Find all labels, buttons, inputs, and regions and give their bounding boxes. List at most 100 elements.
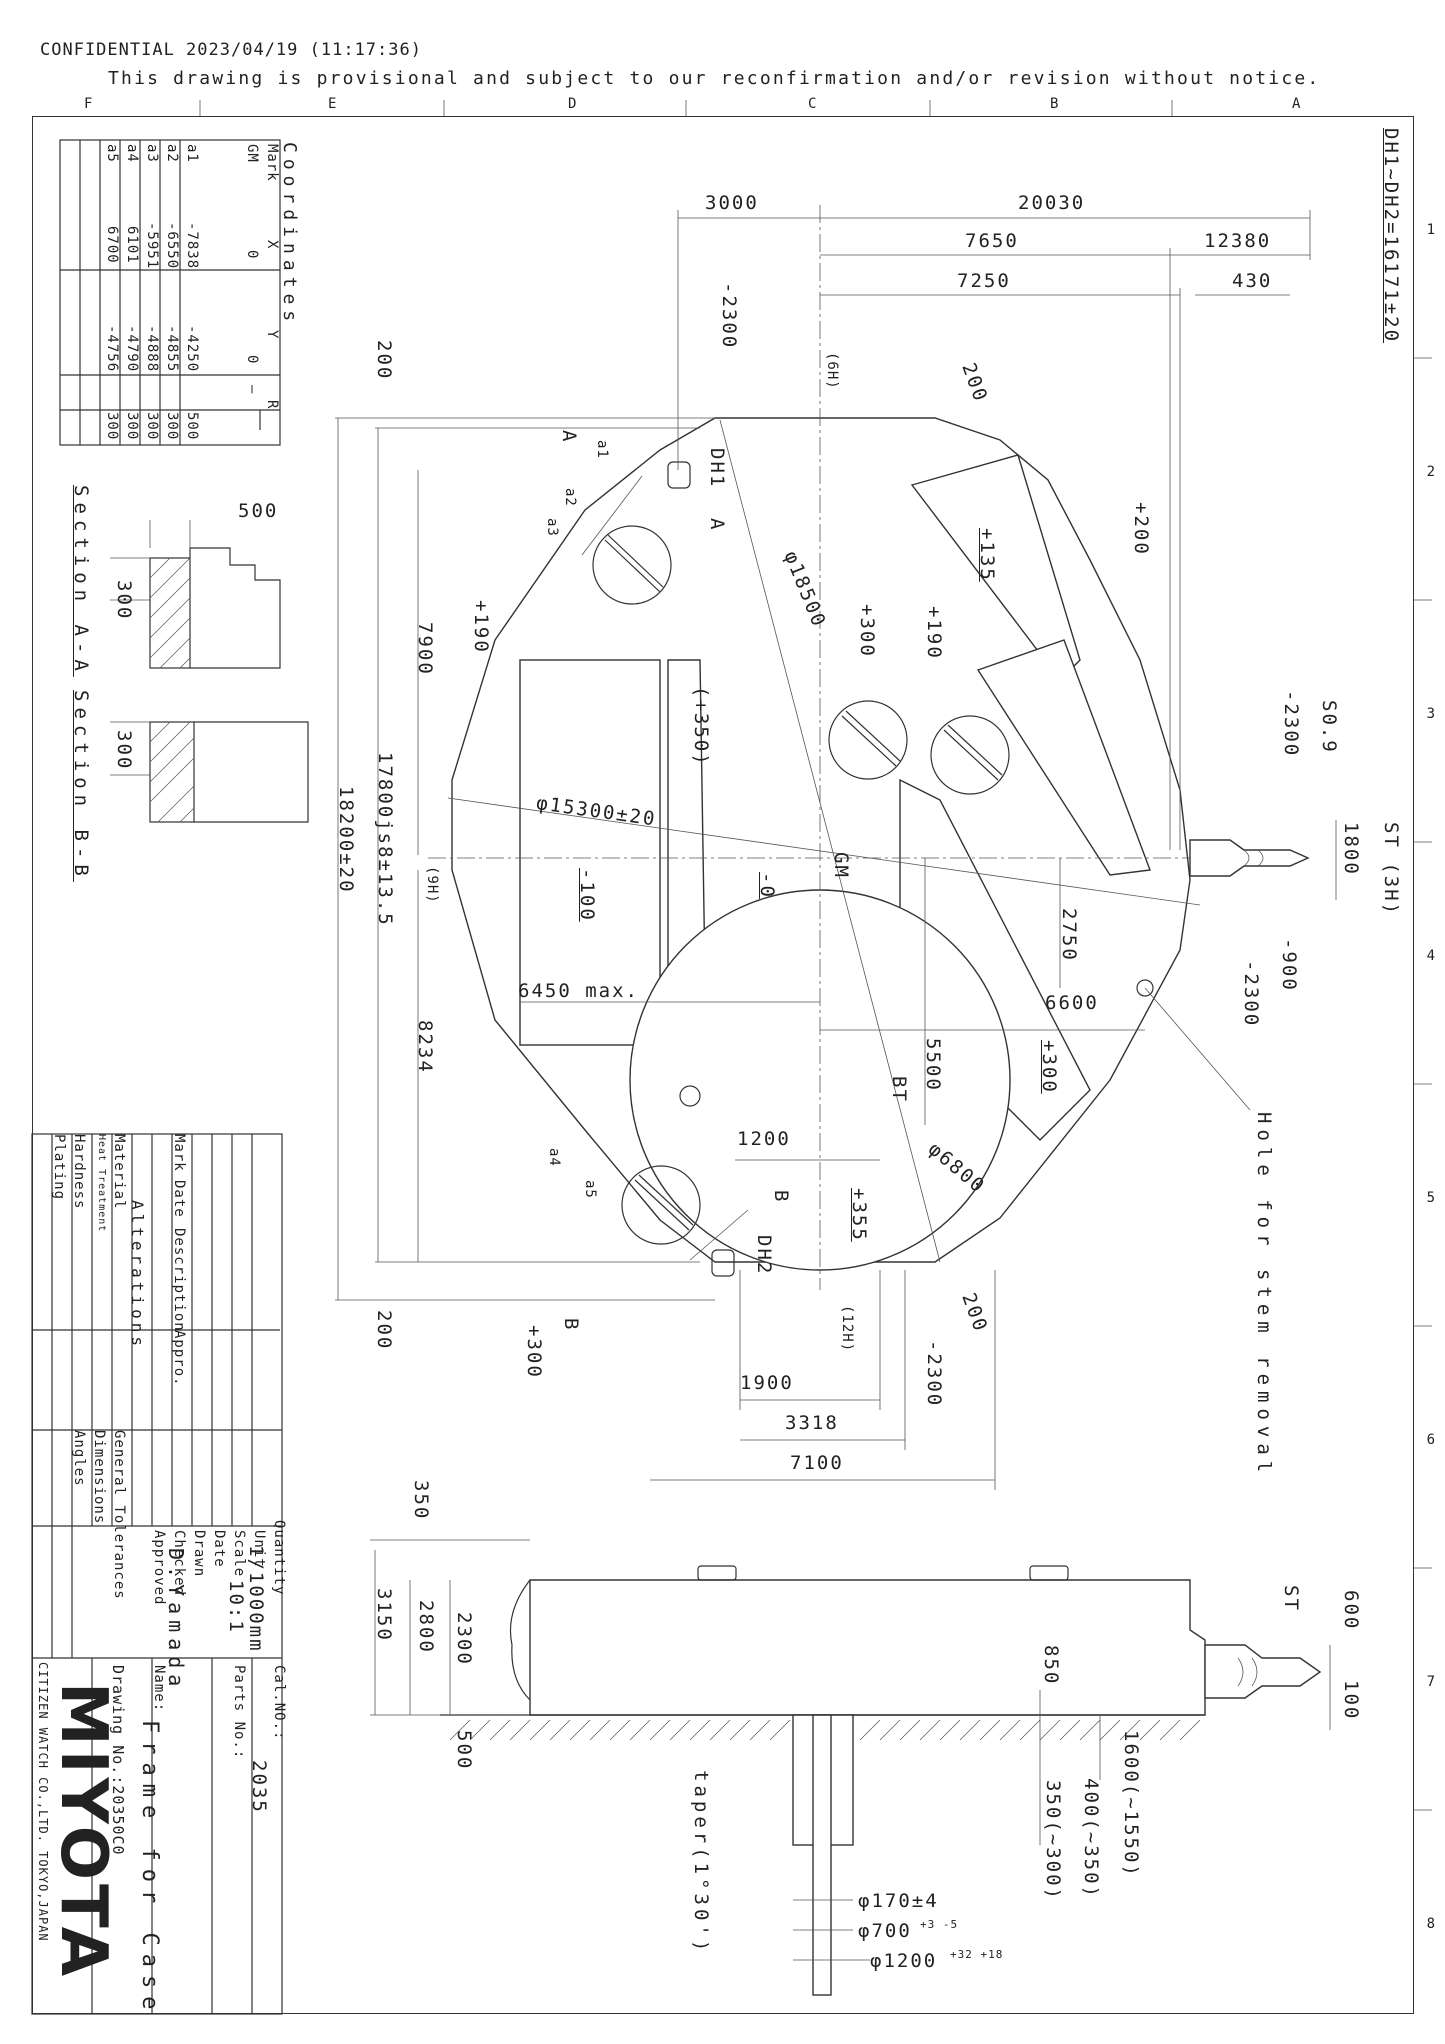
coord-a1-y: -4250	[184, 325, 200, 373]
section-bb-title: Section B-B	[70, 690, 92, 882]
tb-heat-treatment: Heat Treatment	[96, 1134, 107, 1233]
dim-minus-100: -100	[576, 868, 598, 922]
dim-plus-300-right: +300	[1038, 1040, 1060, 1094]
coordinates-table-grid	[59, 139, 281, 446]
tb-parts-no: Parts No.:	[231, 1665, 247, 1760]
dim-200-left-bottom: 200	[373, 1310, 395, 1351]
section-aa-dim-500: 500	[238, 500, 279, 522]
dim-7900: 7900	[414, 622, 436, 676]
drawing-frame	[32, 116, 1414, 2014]
tb-description: Description	[171, 1228, 187, 1332]
side-dim-phi-1200-tolerance: +32 +18	[950, 1948, 1004, 1961]
dim-12380: 12380	[1204, 230, 1272, 252]
coord-header-y: Y	[264, 330, 280, 340]
coord-a5-x: 6700	[104, 226, 120, 264]
dim-minus-2300-right: -2300	[1280, 690, 1302, 758]
tb-material: Material	[111, 1134, 127, 1210]
label-a1: a1	[594, 440, 610, 459]
label-a5: a5	[582, 1180, 598, 1199]
title-block-grid	[31, 1133, 283, 2015]
tb-unit-value: 1/1000mm	[245, 1545, 267, 1653]
coord-a4-y: -4790	[124, 325, 140, 373]
side-dim-500: 500	[453, 1730, 475, 1771]
label-st-3h: ST (3H)	[1380, 822, 1402, 917]
stem-removal-note: Hole for stem removal	[1253, 1112, 1275, 1479]
label-a3: a3	[544, 518, 560, 537]
tb-checked-value: D.Yamada	[164, 1548, 188, 1693]
label-section-a-arrow: A	[706, 518, 728, 532]
confidential-header: CONFIDENTIAL 2023/04/19 (11:17:36)	[40, 40, 422, 60]
tb-part-name: Frame for Case	[137, 1720, 162, 2018]
section-bb-sketch	[110, 721, 309, 823]
side-dim-850: 850	[1040, 1645, 1062, 1686]
tb-name-label: Name:	[151, 1665, 167, 1713]
tb-date-col: Date	[171, 1180, 187, 1218]
label-section-a: A	[558, 430, 580, 444]
coord-a3-r: 300	[144, 412, 160, 441]
company-name: CITIZEN WATCH CO.,LTD. TOKYO,JAPAN	[36, 1662, 50, 1942]
tb-scale-value: 10:1	[225, 1580, 247, 1634]
dim-plus-355: +355	[848, 1188, 870, 1242]
miyota-logo: MIYOTA	[46, 1682, 120, 1981]
label-6h: (6H)	[824, 352, 840, 390]
zone-label-a: A	[1292, 96, 1301, 112]
dim-7650: 7650	[965, 230, 1019, 252]
label-a4: a4	[546, 1148, 562, 1167]
dim-1900: 1900	[740, 1372, 794, 1394]
zone-label-d: D	[568, 96, 577, 112]
tb-cal-value: 2035	[248, 1760, 270, 1814]
dim-3000: 3000	[705, 192, 759, 214]
section-aa-dim-300: 300	[113, 580, 135, 621]
dim-minus-2300-mid: -2300	[1240, 960, 1262, 1028]
tb-approved: Approved	[151, 1530, 167, 1606]
side-dim-1600: 1600(~1550)	[1120, 1730, 1142, 1878]
side-dim-400: 400(~350)	[1080, 1778, 1102, 1899]
coord-gm-y: 0	[244, 355, 260, 365]
coord-gm-r: —	[244, 385, 260, 395]
dim-17800-js8: 17800js8±13.5	[374, 752, 396, 927]
frame-plan-view	[428, 205, 1310, 1290]
row-label-6: 6	[1426, 1432, 1435, 1448]
dim-minus-900: -900	[1278, 938, 1300, 992]
dim-8234: 8234	[414, 1020, 436, 1074]
coord-a3-x: -5951	[144, 222, 160, 270]
side-dim-600: 600	[1340, 1590, 1362, 1631]
section-aa-title: Section A-A	[70, 485, 92, 677]
dim-plus-300-screw: +300	[856, 604, 878, 658]
tb-dimensions: Dimensions	[91, 1430, 107, 1525]
dim-200-left-top: 200	[373, 340, 395, 381]
coordinates-title: Coordinates	[279, 142, 300, 328]
coord-a2-x: -6550	[164, 222, 180, 270]
label-dh1: DH1	[706, 448, 728, 489]
side-dim-2800: 2800	[415, 1600, 437, 1654]
tb-angles: Angles	[71, 1430, 87, 1487]
label-9h: (9H)	[424, 866, 440, 904]
tb-date: Date	[211, 1530, 227, 1568]
coord-header-r: R	[264, 400, 280, 410]
coord-a5-y: -4756	[104, 325, 120, 373]
label-a2: a2	[562, 488, 578, 507]
dim-1200: 1200	[737, 1128, 791, 1150]
tb-drawn: Drawn	[191, 1530, 207, 1578]
row-label-1: 1	[1426, 222, 1435, 238]
label-dh2: DH2	[753, 1235, 775, 1276]
dim-7250: 7250	[957, 270, 1011, 292]
coord-a3-y: -4888	[144, 325, 160, 373]
label-section-b-arrow: B	[560, 1318, 582, 1332]
dim-430: 430	[1232, 270, 1273, 292]
side-dim-350-bottom: 350(~300)	[1042, 1780, 1064, 1901]
frame-side-view	[370, 1539, 1331, 1996]
coord-a2-mark: a2	[164, 144, 180, 163]
row-label-8: 8	[1426, 1916, 1435, 1932]
coord-a4-r: 300	[124, 412, 140, 441]
side-dim-phi-1200: φ1200	[870, 1950, 938, 1972]
section-bb-dim-300: 300	[113, 730, 135, 771]
dim-20030: 20030	[1018, 192, 1086, 214]
dim-18200: 18200±20	[335, 786, 357, 894]
coord-a5-mark: a5	[104, 144, 120, 163]
dim-6600: 6600	[1045, 992, 1099, 1014]
coord-a1-mark: a1	[184, 144, 200, 163]
coord-a2-y: -4855	[164, 325, 180, 373]
side-dim-3150: 3150	[373, 1588, 395, 1642]
tb-mark: Mark	[171, 1134, 187, 1172]
